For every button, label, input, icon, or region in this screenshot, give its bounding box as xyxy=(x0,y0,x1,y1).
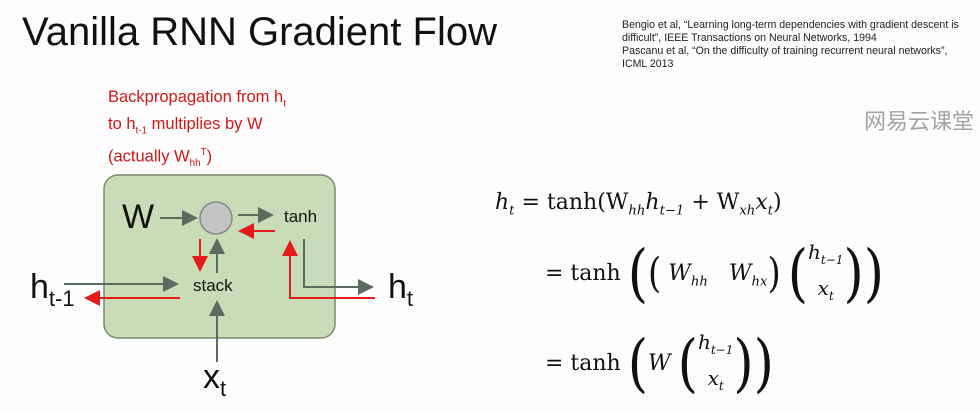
reference-pascanu: Pascanu et al, “On the difficulty of tra… xyxy=(622,45,948,70)
references: Bengio et al, “Learning long-term depend… xyxy=(622,19,972,71)
multiply-node xyxy=(199,201,233,235)
x-input-label: xt xyxy=(203,358,227,401)
watermark: 网易云课堂 xyxy=(863,109,974,134)
backprop-annotation: Backpropagation from ht to ht-1 multipli… xyxy=(108,88,286,169)
arrow-tanh-to-hout xyxy=(303,239,374,295)
backprop-arrow-hout-to-tanh xyxy=(282,240,375,299)
h-prev-label: ht-1 xyxy=(30,268,75,311)
slide-title: Vanilla RNN Gradient Flow xyxy=(22,10,497,54)
rnn-cell-diagram xyxy=(64,174,375,362)
equation-line-1: ht = tanh(Whhht−1 + Wxhxt) xyxy=(495,190,782,219)
stack-label: stack xyxy=(193,276,233,295)
tanh-label: tanh xyxy=(284,207,318,226)
h-out-label: ht xyxy=(388,268,414,311)
reference-bengio: Bengio et al, “Learning long-term depend… xyxy=(622,19,959,44)
weight-label: W xyxy=(122,198,155,236)
